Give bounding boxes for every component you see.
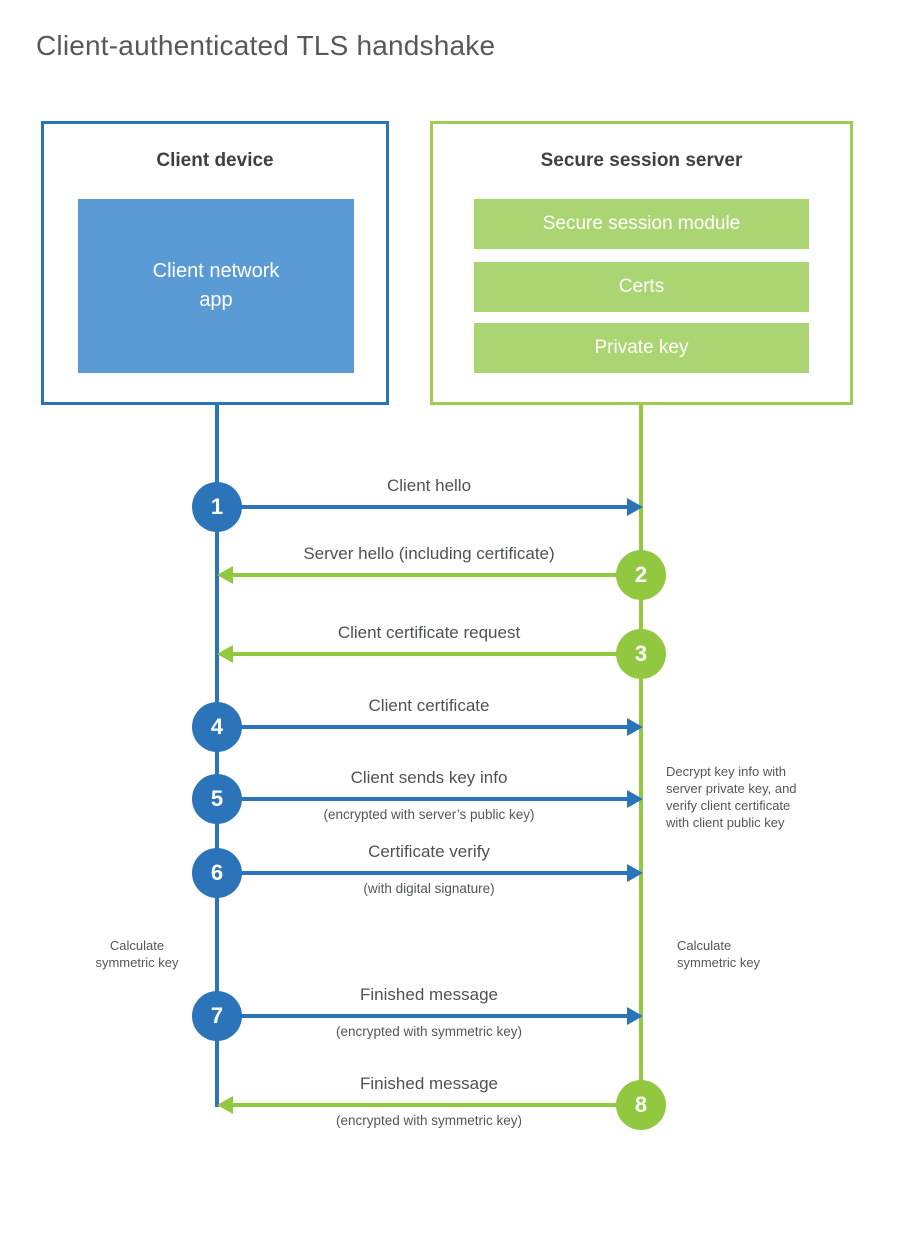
msg-7-label: Finished message [360, 985, 498, 1004]
page-title: Client-authenticated TLS handshake [36, 30, 496, 61]
msg-4-step-badge: 4 [192, 702, 242, 752]
msg-2-label: Server hello (including certificate) [303, 544, 555, 563]
msg-1-arrowhead-right-icon [627, 498, 643, 516]
server-module-certs: Certs [474, 262, 809, 312]
msg-5-arrowhead-right-icon [627, 790, 643, 808]
msg-8-arrow-line [233, 1103, 641, 1107]
server-module-private-key: Private key [474, 323, 809, 373]
msg-3-arrowhead-left-icon [217, 645, 233, 663]
msg-8-label: Finished message [360, 1074, 498, 1093]
msg-4-arrowhead-right-icon [627, 718, 643, 736]
msg-1-step-badge: 1 [192, 482, 242, 532]
decrypt-key-note: Decrypt key info with server private key… [666, 764, 797, 831]
msg-4-label: Client certificate [368, 696, 490, 715]
msg-1-label: Client hello [386, 476, 472, 495]
msg-4-arrow-line [217, 725, 628, 729]
msg-3-step-badge: 3 [616, 629, 666, 679]
msg-6-label: Certificate verify [368, 842, 490, 861]
msg-8-step-badge: 8 [616, 1080, 666, 1130]
msg-6-step-badge: 6 [192, 848, 242, 898]
msg-7-sublabel: (encrypted with symmetric key) [335, 1024, 523, 1039]
msg-8-arrowhead-left-icon [217, 1096, 233, 1114]
msg-7-arrowhead-right-icon [627, 1007, 643, 1025]
server-lifeline [639, 405, 643, 1105]
msg-2-arrow-line [233, 573, 641, 577]
msg-7-step-badge: 7 [192, 991, 242, 1041]
msg-3-arrow-line [233, 652, 641, 656]
msg-5-label: Client sends key info [350, 768, 508, 787]
calculate-symmetric-key-note-client: Calculate symmetric key [95, 938, 179, 971]
msg-5-sublabel: (encrypted with server’s public key) [323, 807, 535, 822]
msg-5-arrow-line [217, 797, 628, 801]
calculate-symmetric-key-note-server: Calculate symmetric key [677, 938, 761, 971]
msg-3-label: Client certificate request [337, 623, 521, 642]
client-network-app-box: Client network app [78, 199, 354, 373]
client-device-title: Client device [156, 150, 274, 171]
msg-6-arrow-line [217, 871, 628, 875]
msg-5-step-badge: 5 [192, 774, 242, 824]
msg-6-sublabel: (with digital signature) [363, 881, 495, 896]
msg-6-arrowhead-right-icon [627, 864, 643, 882]
msg-2-step-badge: 2 [616, 550, 666, 600]
msg-8-sublabel: (encrypted with symmetric key) [335, 1113, 523, 1128]
msg-1-arrow-line [217, 505, 628, 509]
client-lifeline [215, 405, 219, 1107]
msg-2-arrowhead-left-icon [217, 566, 233, 584]
msg-7-arrow-line [217, 1014, 628, 1018]
secure-session-server-title: Secure session server [540, 150, 743, 171]
server-module-secure-session: Secure session module [474, 199, 809, 249]
